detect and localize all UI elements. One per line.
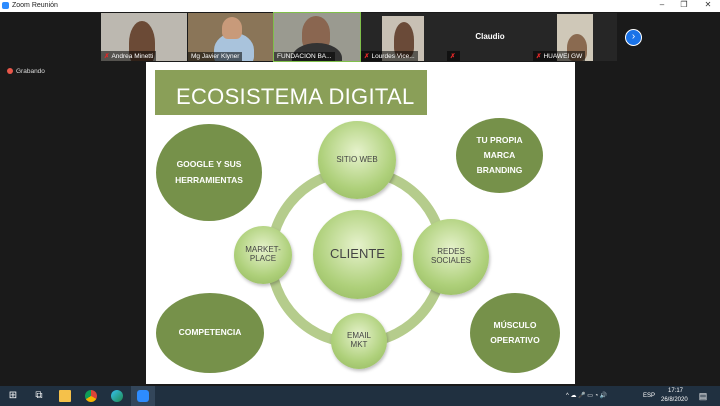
participant-video[interactable]: FUNDACION BA...: [273, 12, 361, 62]
outer-ellipse-musculo: MÚSCULO OPERATIVO: [470, 293, 560, 373]
participant-name: Claudio: [475, 32, 505, 41]
participant-name: Mg Javier Klyner: [188, 52, 243, 61]
slide-title: ECOSISTEMA DIGITAL: [155, 70, 427, 115]
participant-video[interactable]: ✗Andrea Minetti: [101, 13, 187, 61]
zoom-taskbar-icon[interactable]: [137, 390, 149, 402]
node-email-mkt: EMAIL MKT: [331, 313, 387, 369]
outer-ellipse-competencia: COMPETENCIA: [156, 293, 264, 373]
system-tray-icons[interactable]: ^ ☁ 🎤 ▭ ◔ 🔊: [566, 393, 608, 399]
outer-ellipse-google: GOOGLE Y SUS HERRAMIENTAS: [156, 124, 262, 221]
clock-date[interactable]: 26/8/2020: [661, 397, 688, 403]
chrome-icon[interactable]: [85, 390, 97, 402]
participant-name: Andrea Minetti: [111, 53, 154, 60]
participant-name: HUAWEI GW: [543, 53, 583, 60]
node-redes-sociales: REDES SOCIALES: [413, 219, 489, 295]
shared-slide: ECOSISTEMA DIGITAL GOOGLE Y SUS HERRAMIE…: [146, 62, 575, 384]
next-page-button[interactable]: ›: [625, 29, 642, 46]
maximize-button[interactable]: ❐: [680, 0, 688, 9]
participant-name: Lourdes Vice...: [371, 53, 415, 60]
participant-video[interactable]: Mg Javier Klyner: [188, 13, 273, 61]
taskbar: ⊞ ⧉ ^ ☁ 🎤 ▭ ◔ 🔊 ESP 17:17 26/8/2020 ▤: [0, 386, 720, 406]
language-indicator[interactable]: ESP: [643, 393, 656, 399]
participant-video[interactable]: Claudio ✗: [447, 13, 533, 61]
muted-mic-icon: ✗: [450, 53, 456, 60]
outer-ellipse-marca: TU PROPIA MARCA BRANDING: [456, 118, 543, 193]
clock-time[interactable]: 17:17: [668, 388, 684, 394]
muted-mic-icon: ✗: [364, 53, 370, 60]
task-view-icon[interactable]: ⧉: [35, 390, 43, 401]
recording-indicator[interactable]: Grabando: [7, 68, 45, 75]
node-marketplace: MARKET-PLACE: [234, 226, 292, 284]
participant-name: FUNDACION BA...: [274, 52, 335, 61]
muted-mic-icon: ✗: [104, 53, 110, 60]
recording-label: Grabando: [16, 68, 45, 75]
node-sitio-web: SITIO WEB: [318, 121, 396, 199]
node-cliente: CLIENTE: [313, 210, 402, 299]
record-icon: [7, 68, 13, 74]
file-explorer-icon[interactable]: [59, 390, 71, 402]
participant-video[interactable]: ✗HUAWEI GW: [533, 13, 617, 61]
window-title: Zoom Reunión: [12, 2, 58, 9]
notifications-icon[interactable]: ▤: [698, 391, 708, 401]
windows-start-icon[interactable]: ⊞: [8, 390, 18, 401]
close-button[interactable]: ✕: [704, 0, 712, 9]
minimize-button[interactable]: –: [659, 0, 665, 9]
muted-mic-icon: ✗: [536, 53, 542, 60]
zoom-app-icon: [2, 2, 9, 9]
edge-icon[interactable]: [111, 390, 123, 402]
title-bar: Zoom Reunión – ❐ ✕: [0, 0, 720, 12]
participant-video[interactable]: ✗Lourdes Vice...: [361, 13, 447, 61]
